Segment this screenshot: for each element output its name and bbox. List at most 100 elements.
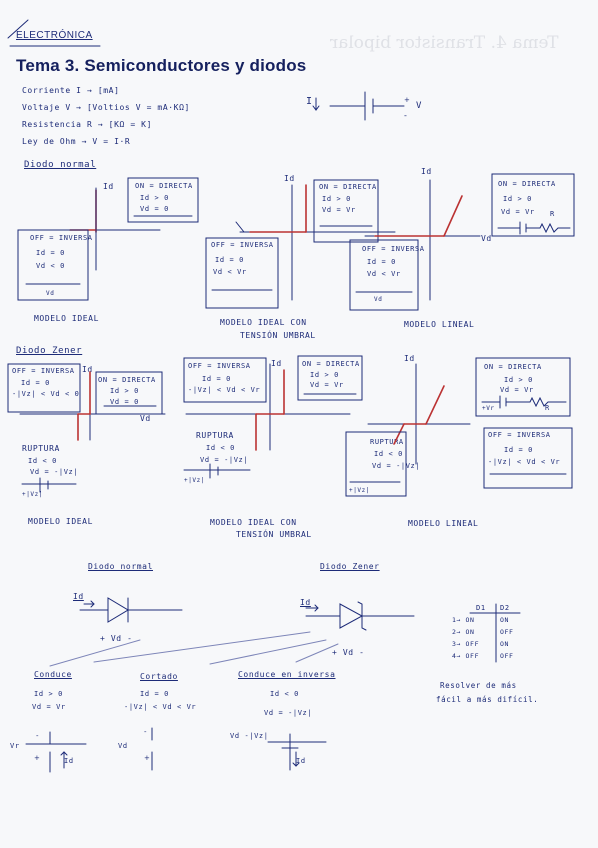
table-cell: 2→ ON — [452, 628, 475, 636]
off-box-title: OFF = INVERSA — [188, 362, 251, 370]
definition-voltage: Voltaje V → [Voltios V = mA·KΩ] — [22, 103, 190, 112]
on-state-box — [95, 371, 163, 415]
diode-normal-symbol — [79, 597, 183, 623]
symbol-id-label: Id — [73, 592, 84, 601]
on-box-volt: Vd = Vr — [310, 381, 344, 389]
table-cell: OFF — [500, 652, 514, 660]
state-cond: Id < 0 — [270, 690, 299, 698]
off-box-volt: Vd < 0 — [36, 262, 65, 270]
resistor-label: R — [545, 404, 550, 412]
battery-symbol: + - — [312, 91, 410, 121]
rupture-volt: Vd = -|Vz| — [372, 462, 421, 470]
caption-normal-umbral-1: MODELO IDEAL CON — [220, 318, 307, 327]
table-header-d1: D1 — [476, 604, 486, 612]
rupture-title: RUPTURA — [196, 431, 234, 440]
rupture-cond: Id < 0 — [206, 444, 235, 452]
axis-label-id: Id — [271, 359, 282, 368]
on-state-box — [313, 179, 379, 243]
on-box-volt: Vd = 0 — [140, 205, 169, 213]
on-box-title: ON = DIRECTA — [135, 182, 193, 190]
section-zener-heading: Diodo Zener — [16, 346, 83, 356]
off-box-title: OFF = INVERSA — [488, 431, 551, 439]
caption-normal-ideal: MODELO IDEAL — [34, 314, 99, 323]
state-cond: Id > 0 — [34, 690, 63, 698]
axis-label-vd: Vd — [481, 234, 492, 243]
state-vr-label: Vr — [10, 742, 20, 750]
state-id-label: Id — [64, 757, 74, 765]
rupture-source: +|Vz| — [349, 487, 371, 494]
axis-label-id: Id — [103, 182, 114, 191]
table-header-d2: D2 — [500, 604, 510, 612]
on-box-cond: Id > 0 — [322, 195, 351, 203]
off-box-title: OFF = INVERSA — [12, 367, 75, 375]
axis-label-id: Id — [404, 354, 415, 363]
rupture-cond: Id < 0 — [28, 457, 57, 465]
caption-zener-ideal: MODELO IDEAL — [28, 517, 93, 526]
axis-label-id: Id — [82, 365, 93, 374]
axis-label-id: Id — [421, 167, 432, 176]
svg-text:-: - — [404, 111, 407, 120]
header-mark — [7, 19, 29, 39]
off-box-volt: Vd < Vr — [367, 270, 401, 278]
on-box-cond: Id > 0 — [310, 371, 339, 379]
on-box-title: ON = DIRECTA — [302, 360, 360, 368]
svg-text:+: + — [34, 754, 40, 762]
rupture-cond: Id < 0 — [374, 450, 403, 458]
diode-zener-symbol — [305, 601, 415, 631]
graph-normal-ideal — [17, 177, 199, 301]
state-volt: Vd = -|Vz| — [264, 709, 313, 717]
off-state-box — [7, 363, 81, 413]
diode-normal-heading: Diodo normal — [88, 562, 153, 571]
state-vz-label: Vd -|Vz| — [230, 732, 269, 740]
state-vd-label: Vd — [118, 742, 128, 750]
state-volt: -|Vz| < Vd < Vr — [124, 703, 197, 711]
state-conduce-battery: - + — [25, 731, 87, 773]
on-state-box — [491, 173, 575, 237]
section-normal-heading: Diodo normal — [24, 160, 97, 170]
caption-zener-umbral-2: TENSIÓN UMBRAL — [236, 530, 312, 539]
diode-zener-heading: Diodo Zener — [320, 562, 380, 571]
on-box-title: ON = DIRECTA — [484, 363, 542, 371]
caption-normal-umbral-2: TENSIÓN UMBRAL — [240, 331, 316, 340]
page-title: Tema 3. Semiconductores y diodos — [16, 56, 307, 75]
on-box-volt: Vd = Vr — [501, 208, 535, 216]
off-box-title: OFF = INVERSA — [211, 241, 274, 249]
rupture-title: RUPTURA — [370, 438, 404, 446]
rupture-volt: Vd = -|Vz| — [200, 456, 249, 464]
off-box-volt: -|Vz| < Vd < Vr — [188, 386, 261, 394]
table-cell: ON — [500, 640, 510, 648]
on-box-title: ON = DIRECTA — [498, 180, 556, 188]
on-box-volt: Vd = Vr — [500, 386, 534, 394]
on-box-title: ON = DIRECTA — [319, 183, 377, 191]
rupture-source: +|Vz| — [184, 477, 206, 484]
svg-text:+: + — [404, 96, 410, 104]
on-state-box — [127, 177, 199, 223]
definition-current: Corriente I → [mA] — [22, 86, 120, 95]
connector-arrows — [49, 631, 339, 667]
off-box-volt: -|Vz| < Vd < Vr — [488, 458, 561, 466]
source-current-label: I — [306, 96, 313, 107]
off-box-cond: Id = 0 — [202, 375, 231, 383]
off-box-cond: Id = 0 — [367, 258, 396, 266]
off-state-box — [483, 427, 573, 489]
caption-zener-umbral-1: MODELO IDEAL CON — [210, 518, 297, 527]
table-cell: 4→ OFF — [452, 652, 480, 660]
on-box-volt: Vd = Vr — [322, 206, 356, 214]
off-box-cond: Id = 0 — [215, 256, 244, 264]
table-cell: ON — [500, 616, 510, 624]
symbol-vd-label: + Vd - — [100, 634, 133, 643]
off-box-cond: Id = 0 — [36, 249, 65, 257]
note-line-2: fácil a más difícil. — [436, 695, 539, 704]
axis-label-vd: Vd — [140, 414, 151, 423]
off-box-volt: -|Vz| < Vd < 0 — [12, 390, 80, 398]
on-box-cond: Id > 0 — [503, 195, 532, 203]
on-state-box — [475, 357, 571, 417]
off-box-volt: Vd < Vr — [213, 268, 247, 276]
rupture-title: RUPTURA — [22, 444, 60, 453]
state-name: Cortado — [140, 672, 178, 681]
on-box-cond: Id > 0 — [110, 387, 139, 395]
graph-normal-lineal — [349, 173, 575, 311]
svg-text:+: + — [144, 754, 150, 762]
